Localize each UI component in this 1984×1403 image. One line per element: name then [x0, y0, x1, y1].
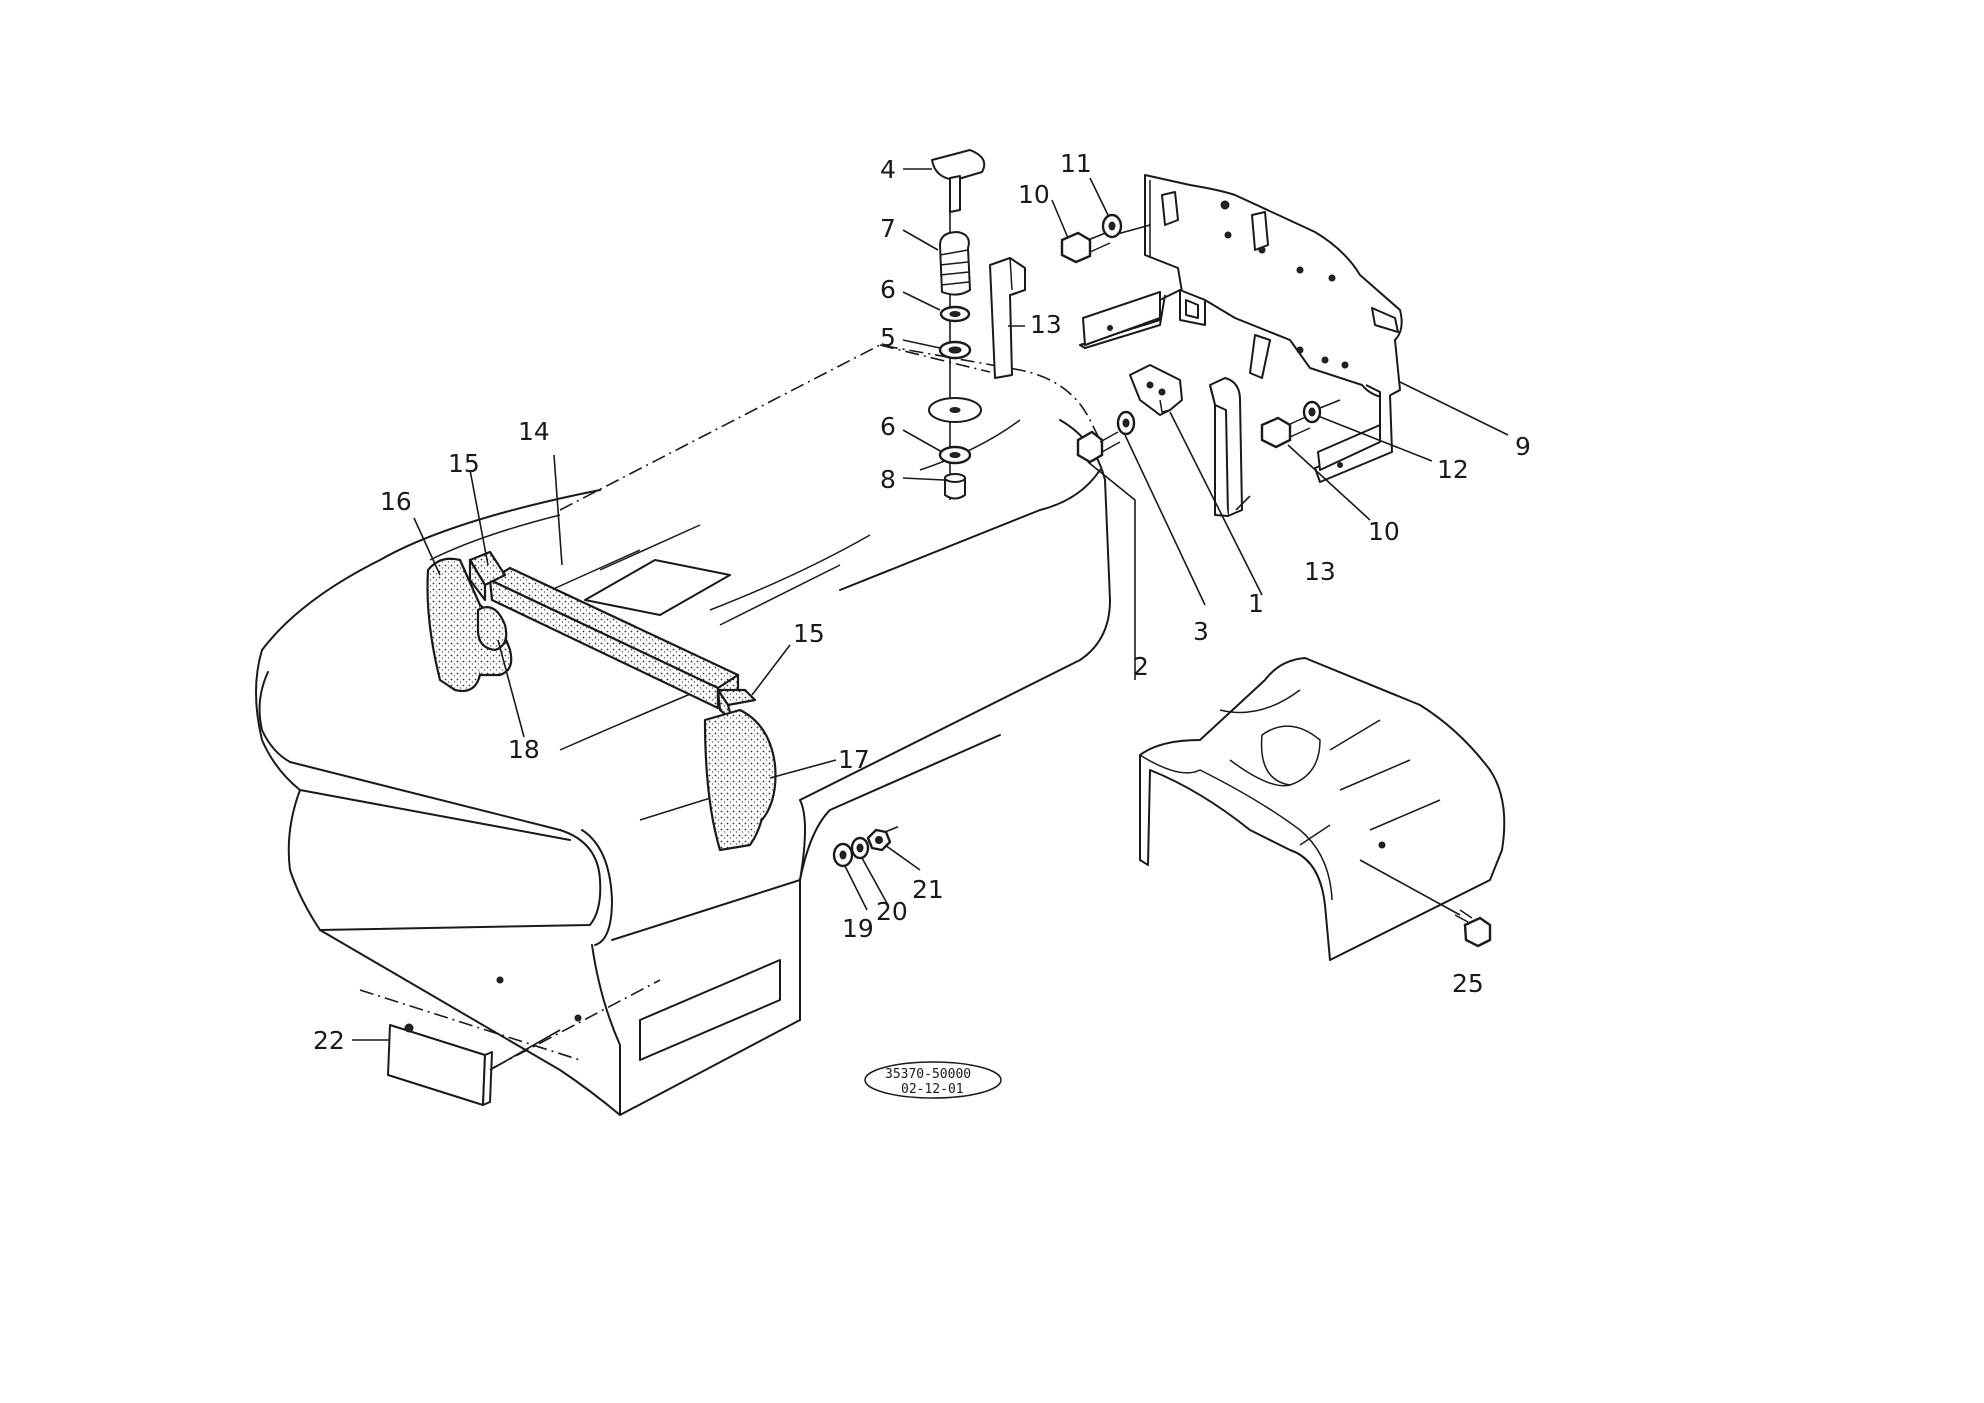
callout-13-upper: 13: [1030, 310, 1062, 339]
stamp-line-2: 02-12-01: [901, 1082, 964, 1097]
foam-pad-18: [476, 606, 508, 652]
callout-18: 18: [508, 735, 540, 764]
washer-12: [1302, 399, 1341, 424]
callout-16: 16: [380, 487, 412, 516]
leader-lines: [352, 168, 1509, 1041]
emblem-plate-19: [387, 1023, 561, 1106]
callout-6-lower: 6: [880, 412, 896, 441]
callout-14: 14: [518, 417, 550, 446]
foam-pad-15-left: [468, 550, 507, 602]
rubber-strip-13-lower: [1209, 377, 1243, 517]
callout-11: 11: [1060, 149, 1092, 178]
callout-15-left: 15: [448, 449, 480, 478]
washer-11: [1101, 213, 1123, 239]
bolt-10-upper: [1060, 224, 1151, 264]
callout-15-right: 15: [793, 619, 825, 648]
stamp-line-1: 35370-50000: [885, 1067, 971, 1082]
callouts: 4 7 6 5 6 8 13 10 11 9 12 10 13 1 3 2 14…: [313, 149, 1531, 1055]
foam-block-17: [703, 708, 777, 852]
callout-20: 19: [842, 914, 874, 943]
bonnet: [255, 344, 1111, 1116]
callout-9: 9: [1515, 432, 1531, 461]
callout-13-lower: 13: [1304, 557, 1336, 586]
callout-19: 22: [313, 1026, 345, 1055]
callout-1: 1: [1248, 589, 1264, 618]
callout-4: 4: [880, 155, 896, 184]
callout-10-lower: 10: [1368, 517, 1400, 546]
callout-12: 12: [1437, 455, 1469, 484]
bracket-1: [1129, 364, 1183, 416]
callout-25: 25: [1452, 969, 1484, 998]
callout-17: 17: [838, 745, 870, 774]
rear-cover: [1139, 657, 1506, 961]
callout-10-upper: 10: [1018, 180, 1050, 209]
callout-7: 7: [880, 214, 896, 243]
washer-20: [832, 842, 854, 868]
callout-6-upper: 6: [880, 275, 896, 304]
callout-2: 2: [1133, 652, 1149, 681]
washer-21: [850, 836, 870, 860]
callout-3: 3: [1193, 617, 1209, 646]
mounting-plate-9: [1079, 174, 1403, 483]
nut-22: [866, 828, 892, 852]
hood-latch-assembly: [928, 149, 986, 500]
callout-8: 8: [880, 465, 896, 494]
bolt-10-lower: [1260, 415, 1311, 449]
callout-5: 5: [880, 323, 896, 352]
washer-3: [1116, 410, 1136, 436]
bolt-25: [1359, 859, 1492, 948]
drawing-number-stamp: 35370-50000 02-12-01: [864, 1061, 1002, 1099]
foam-bar-14: [488, 566, 740, 710]
callout-22: 21: [912, 875, 944, 904]
bolt-2: [1076, 430, 1121, 464]
rubber-strip-13-upper: [989, 257, 1026, 379]
callout-21: 20: [876, 897, 908, 926]
